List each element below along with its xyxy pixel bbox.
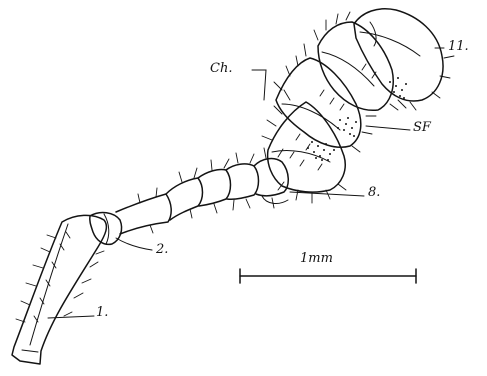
scale-bar-label: 1mm: [300, 252, 333, 265]
label-ch: Ch.: [210, 62, 232, 75]
leader-lines: [48, 48, 444, 318]
label-sf: SF: [413, 121, 431, 134]
label-segment-8: 8.: [368, 186, 380, 199]
scale-bar: [240, 269, 416, 283]
segment-1-scape: [12, 215, 106, 364]
label-segment-11: 11.: [448, 40, 469, 53]
label-segment-2: 2.: [156, 243, 168, 256]
segment-7: [254, 148, 288, 208]
antennal-club: [268, 9, 443, 192]
segment-3: [116, 188, 171, 234]
label-segment-1: 1.: [96, 306, 108, 319]
segment-5: [198, 159, 231, 213]
